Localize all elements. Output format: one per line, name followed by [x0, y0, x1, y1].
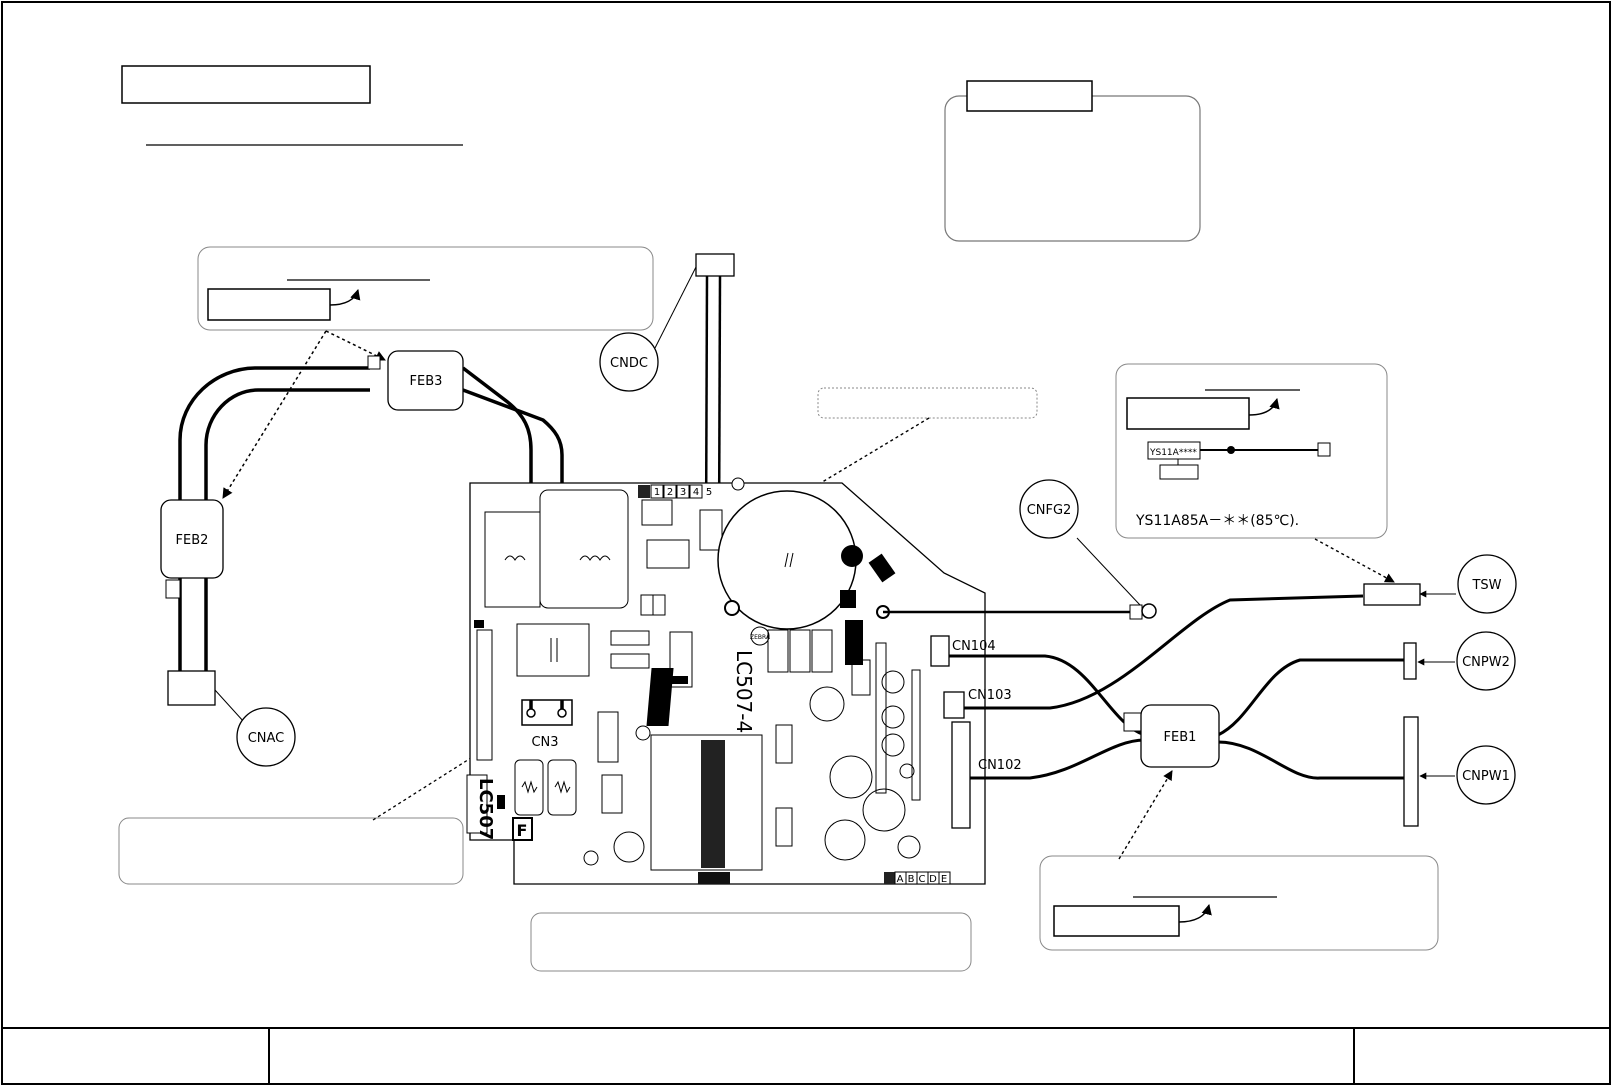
row-mark-d: D [929, 874, 937, 885]
tsw-part-label: YS11A**** [1149, 448, 1197, 458]
feb3-core: FEB3 [367, 350, 464, 411]
tsw-callout: YS11A**** YS11A85A－＊＊(85℃). [1115, 363, 1395, 583]
cn3-pin-1 [526, 708, 536, 718]
zebra-mark: ZEBRA [750, 634, 771, 641]
feb2-core: FEB2 [160, 499, 224, 599]
feb1-callout [1039, 770, 1439, 951]
cndc-harness: CNDC [599, 253, 735, 541]
cn3-pin-2 [557, 708, 567, 718]
column-marks: 1 2 3 4 5 [638, 484, 712, 499]
col-mark-5: 5 [706, 487, 712, 498]
cnpw1-connector: CNPW1 [1403, 716, 1516, 827]
cndc-label: CNDC [610, 356, 648, 371]
col-mark-1: 1 [654, 487, 660, 498]
cnac-connector: CNAC [167, 670, 296, 767]
col-mark-2: 2 [667, 487, 673, 498]
col-mark-4: 4 [693, 487, 699, 498]
cn103-label: CN103 [968, 688, 1012, 703]
col-mark-3: 3 [680, 487, 686, 498]
row-mark-b: B [908, 874, 915, 885]
bottom-center-callout [530, 912, 972, 972]
board-model-side: LC507 [475, 778, 496, 840]
cnpw1-label: CNPW1 [1462, 769, 1510, 784]
cn3-label: CN3 [531, 735, 558, 750]
cnfg2-harness: CNFG2 [883, 479, 1157, 620]
row-mark-e: E [941, 874, 947, 885]
cn104-label: CN104 [952, 639, 996, 654]
cnpw2-connector: CNPW2 [1403, 631, 1516, 691]
feb2-label: FEB2 [176, 533, 209, 548]
feb3-label: FEB3 [410, 374, 443, 389]
feb1-core: FEB1 [1123, 704, 1220, 768]
tsw-connector: TSW [1363, 554, 1517, 614]
cn3-callout [118, 731, 513, 885]
ac-harness [178, 366, 564, 715]
cnfg2-label: CNFG2 [1027, 503, 1072, 518]
pcb-board: 1 2 3 4 5 A B C D E [466, 477, 1022, 885]
row-mark-a: A [897, 874, 904, 885]
row-mark-c: C [919, 874, 926, 885]
tsw-label: TSW [1471, 578, 1501, 593]
feb3-pointers [222, 330, 386, 499]
top-right-callout [944, 80, 1201, 242]
tsw-note: YS11A85A－＊＊(85℃). [1135, 513, 1299, 529]
feb1-label: FEB1 [1164, 730, 1197, 745]
cnac-label: CNAC [248, 731, 285, 746]
title-box [121, 65, 371, 104]
cnpw2-label: CNPW2 [1462, 655, 1510, 670]
feb3-callout [197, 246, 654, 331]
f-mark: F [517, 821, 528, 840]
row-marks: A B C D E [884, 871, 951, 885]
cn102-label: CN102 [978, 758, 1022, 773]
